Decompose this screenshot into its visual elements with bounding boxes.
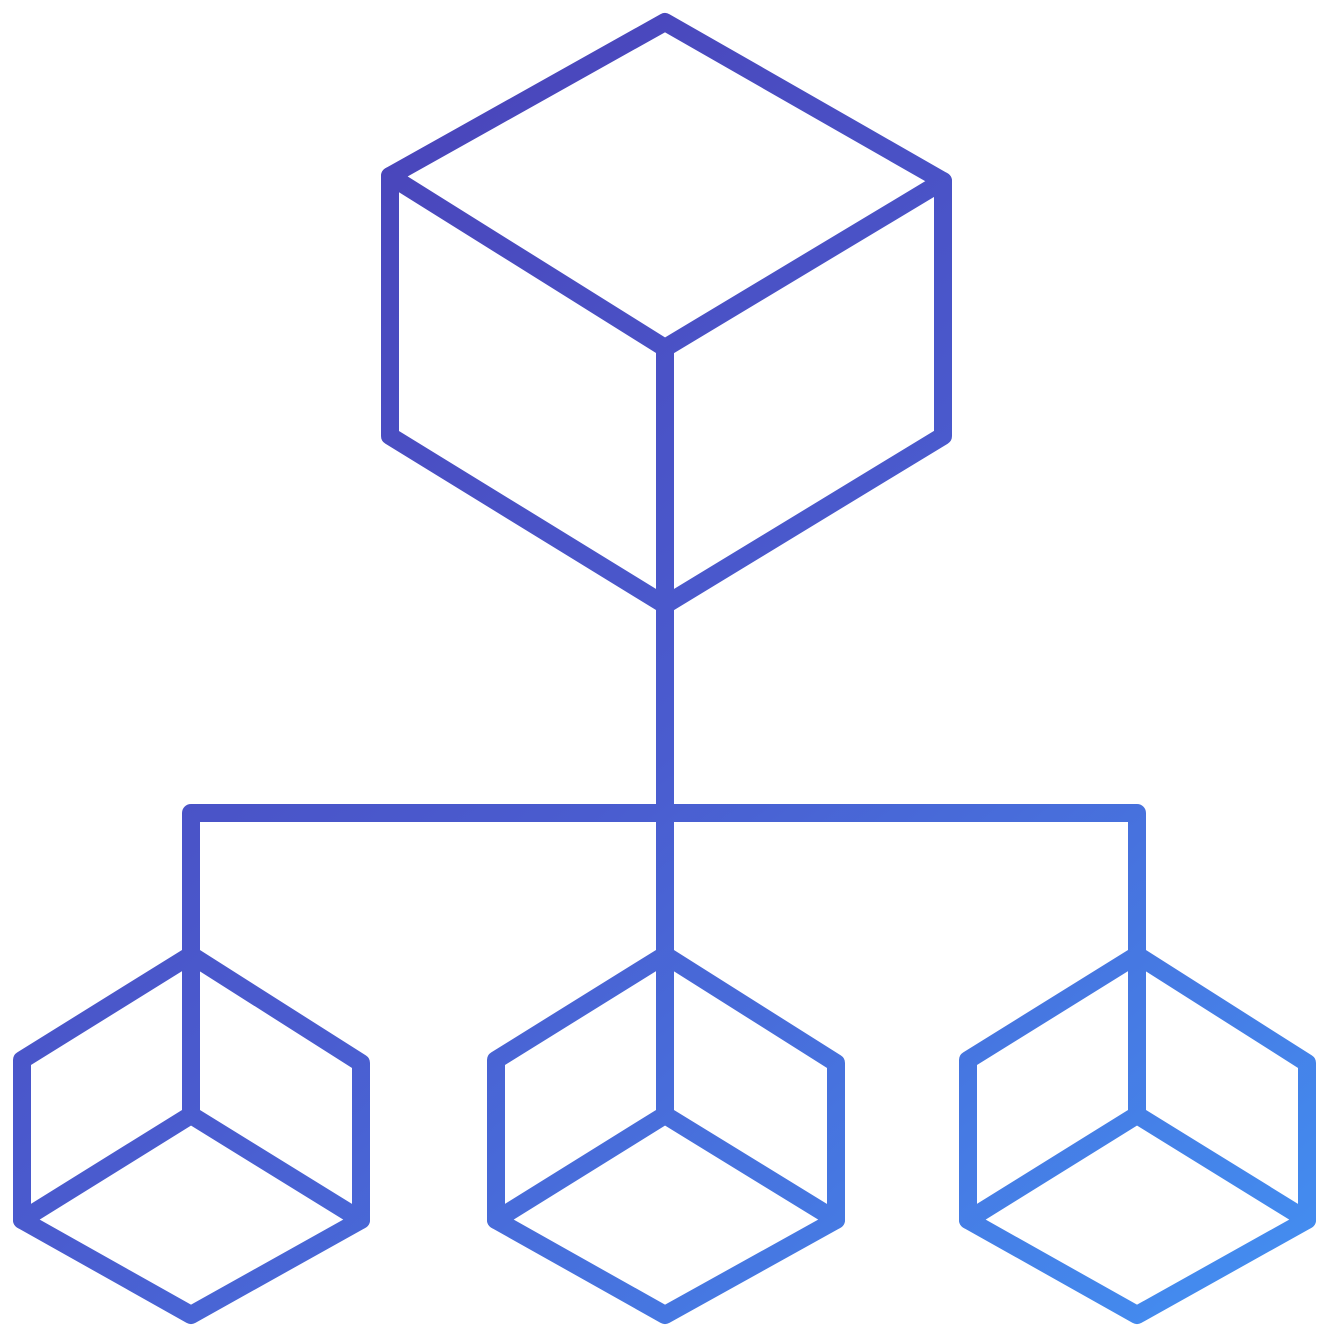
child-cube-right-outline: [959, 946, 1316, 1324]
connector-lines: [182, 596, 1146, 964]
root-cube: [381, 13, 952, 614]
child-cube-center-inner-edges: [487, 946, 845, 1229]
child-cube-left-inner-edges: [13, 946, 370, 1229]
child-cube-left: [13, 946, 370, 1324]
root-cube-top-edges: [381, 167, 952, 357]
child-cube-right: [959, 946, 1316, 1324]
child-cube-center: [487, 946, 845, 1324]
child-cube-left-outline: [13, 946, 370, 1324]
child-cube-center-outline: [487, 946, 845, 1324]
child-cube-right-inner-edges: [959, 946, 1316, 1229]
